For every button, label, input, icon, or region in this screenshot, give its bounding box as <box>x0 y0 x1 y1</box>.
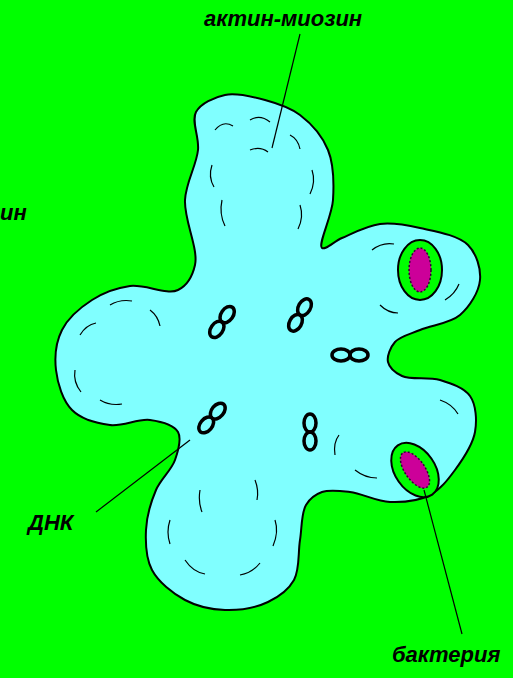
bacterium-vacuole <box>381 434 448 506</box>
actin-myosin-fibres <box>75 117 459 575</box>
leader-lines <box>96 34 462 634</box>
part-label: ин <box>0 202 27 224</box>
part-label: ДНК <box>28 512 73 534</box>
dna-loops <box>196 296 368 450</box>
part-label: бактерия <box>392 644 500 666</box>
part-label: актин-миозин <box>204 8 362 30</box>
bacterium-vacuole <box>398 240 442 300</box>
cell-body <box>55 94 480 610</box>
